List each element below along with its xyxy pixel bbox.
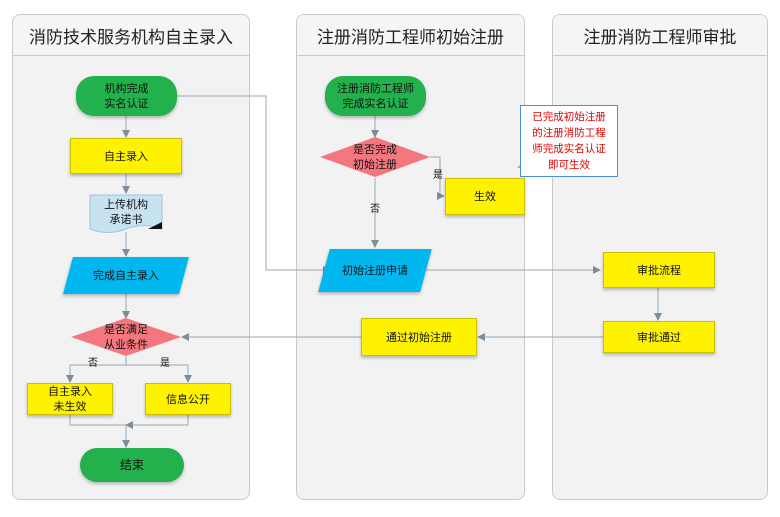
pass-initial-registration: 通过初始注册 — [361, 318, 477, 356]
label-no: 否 — [88, 358, 98, 369]
info-public: 信息公开 — [145, 383, 231, 415]
self-entry-process: 自主录入 — [70, 138, 182, 174]
approval-passed: 审批通过 — [603, 321, 715, 353]
label-yes-initial: 是 — [433, 170, 443, 181]
apply-label: 初始注册申请 — [342, 264, 408, 277]
end-terminal: 结束 — [80, 448, 184, 482]
label-yes: 是 — [160, 358, 170, 369]
start-engineer-verified: 注册消防工程师 完成实名认证 — [325, 76, 426, 116]
label-no-initial: 否 — [370, 204, 380, 215]
complete-entry-label: 完成自主录入 — [93, 269, 159, 282]
effective-process: 生效 — [445, 178, 525, 215]
decision-conditions-label: 是否满足 从业条件 — [104, 323, 148, 351]
annotation-note: 已完成初始注册 的注册消防工程 师完成实名认证 即可生效 — [520, 105, 618, 177]
lane-title: 注册消防工程师审批 — [553, 15, 767, 56]
lane-title: 注册消防工程师初始注册 — [297, 15, 524, 56]
approval-flow: 审批流程 — [603, 252, 715, 288]
decision-initial-label: 是否完成 初始注册 — [353, 143, 397, 171]
upload-commitment-doc: 上传机构 承诺书 — [104, 198, 148, 226]
entry-not-effective: 自主录入 未生效 — [27, 383, 113, 415]
lane-title: 消防技术服务机构自主录入 — [13, 15, 249, 56]
complete-entry-io: 完成自主录入 — [63, 257, 189, 294]
start-org-verified: 机构完成 实名认证 — [76, 76, 177, 116]
initial-registration-apply: 初始注册申请 — [318, 249, 432, 292]
decision-diamond-conditions — [71, 318, 181, 356]
decision-diamond-initial — [320, 137, 430, 177]
